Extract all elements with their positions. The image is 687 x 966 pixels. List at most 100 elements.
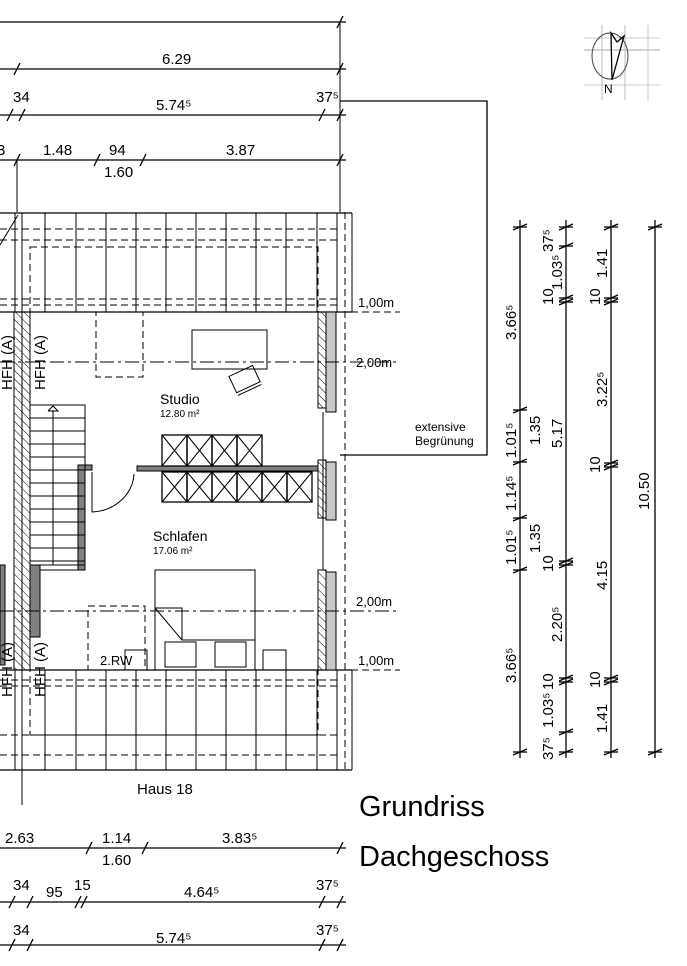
dim-label: 4.15 [594,561,611,590]
dim-label: 3.83⁵ [222,830,257,847]
dimension-tick [93,153,101,167]
dim-label: 1.03⁵ [549,255,566,290]
dim-label: 10 [587,671,604,688]
walls [0,311,337,671]
wardrobe-cell [236,434,263,467]
dim-label: 5.17 [549,419,566,448]
dim-label: 5.74⁵ [156,930,191,947]
dimension-tick [318,108,326,122]
dim-label: 5.74⁵ [156,97,191,114]
dimension-tick [74,895,82,909]
dim-label: 4.64⁵ [184,884,219,901]
wardrobe-cross [186,434,213,467]
dim-label: 10 [540,673,557,690]
wardrobe-cross [211,434,238,467]
chimney [124,649,148,671]
dimension-tick [8,938,16,952]
dim-label: 3.66⁵ [503,648,520,683]
hfh-label: HFH (A) [0,335,16,390]
dimension-tick [13,62,21,76]
dim-label: 10 [587,456,604,473]
dim-label: 34 [13,89,30,106]
dim-label: 37⁵ [316,922,339,939]
dimension-tick [318,895,326,909]
dim-label: 94 [109,142,126,159]
dim-label: 10 [540,288,557,305]
north-label: N [604,82,613,96]
dimension-tick [26,895,34,909]
dim-label: 6.29 [162,51,191,68]
dimension-tick [336,895,344,909]
wardrobe-cross [211,471,238,503]
dim-label: 37⁵ [540,229,557,252]
dim-label: 37⁵ [540,737,557,760]
room-area-studio: 12.80 m² [160,409,200,420]
chair [228,364,262,396]
dim-label: 1.35 [527,416,544,445]
dimension-lines [0,15,663,952]
north-arrow-icon: N [584,25,660,100]
rw-label: 2.RW [100,653,133,668]
dim-label: 3.66⁵ [503,305,520,340]
dimension-tick [26,938,34,952]
roof-inner-outline [29,246,319,313]
dimension-tick [336,841,344,855]
level-label: 2,00m [356,594,392,609]
dim-label: 3.22⁵ [594,372,611,407]
dim-label: 34 [13,922,30,939]
room-name-schlafen: Schlafen [153,528,207,544]
dim-label: 10 [587,288,604,305]
dim-label: 1.60 [104,164,133,181]
drawing-title-1: Grundriss [359,791,485,823]
height-lines [0,212,400,770]
bed [154,569,287,671]
dim-label: 10 [540,555,557,572]
wardrobe-cross [161,434,188,467]
desk [191,329,268,370]
level-label: 2,00m [356,355,392,370]
room-area-schlafen: 17.06 m² [153,546,193,557]
dim-label: 3.87 [226,142,255,159]
dim-label: 2.20⁵ [549,607,566,642]
dim-label: 3 [0,142,5,159]
dimension-tick [18,108,26,122]
staircase [29,404,86,566]
dimension-tick [80,895,88,909]
dim-label: 1.35 [527,524,544,553]
dimension-tick [8,895,16,909]
roof-window-outline [95,311,144,378]
dim-label: 1.03⁵ [540,693,557,728]
dimension-tick [139,153,147,167]
wardrobe [161,434,313,503]
dim-label: 1.01⁵ [503,530,520,565]
dimension-tick [318,938,326,952]
roof-rafters [0,212,353,771]
drawing-title-2: Dachgeschoss [359,841,549,873]
green-roof-note-2: Begrünung [415,434,474,448]
roof-hip-line [0,214,19,246]
wardrobe-cross [186,471,213,503]
roof-window-outline [87,605,146,671]
dimension-tick [85,841,93,855]
dim-label: 1.41 [594,249,611,278]
dim-label: 34 [13,877,30,894]
wardrobe-cross [236,471,263,503]
dim-label: 10.50 [636,472,653,510]
room-name-studio: Studio [160,391,200,407]
dim-label: 95 [46,884,63,901]
dim-label: 1.14⁵ [503,476,520,511]
wardrobe-cross [236,434,263,467]
green-roof-outline [340,100,488,456]
green-roof-note-1: extensive [415,420,466,434]
wardrobe-cross [161,471,188,503]
hfh-label: HFH (A) [32,335,49,390]
wardrobe-cell [286,471,313,503]
dim-label: 1.48 [43,142,72,159]
dim-label: 15 [74,877,91,894]
dimension-tick [141,841,149,855]
hfh-label: HFH (A) [32,642,49,697]
dim-label: 1.41 [594,704,611,733]
dim-label: 37⁵ [316,89,339,106]
dim-label: 1.01⁵ [503,423,520,458]
wardrobe-cross [286,471,313,503]
